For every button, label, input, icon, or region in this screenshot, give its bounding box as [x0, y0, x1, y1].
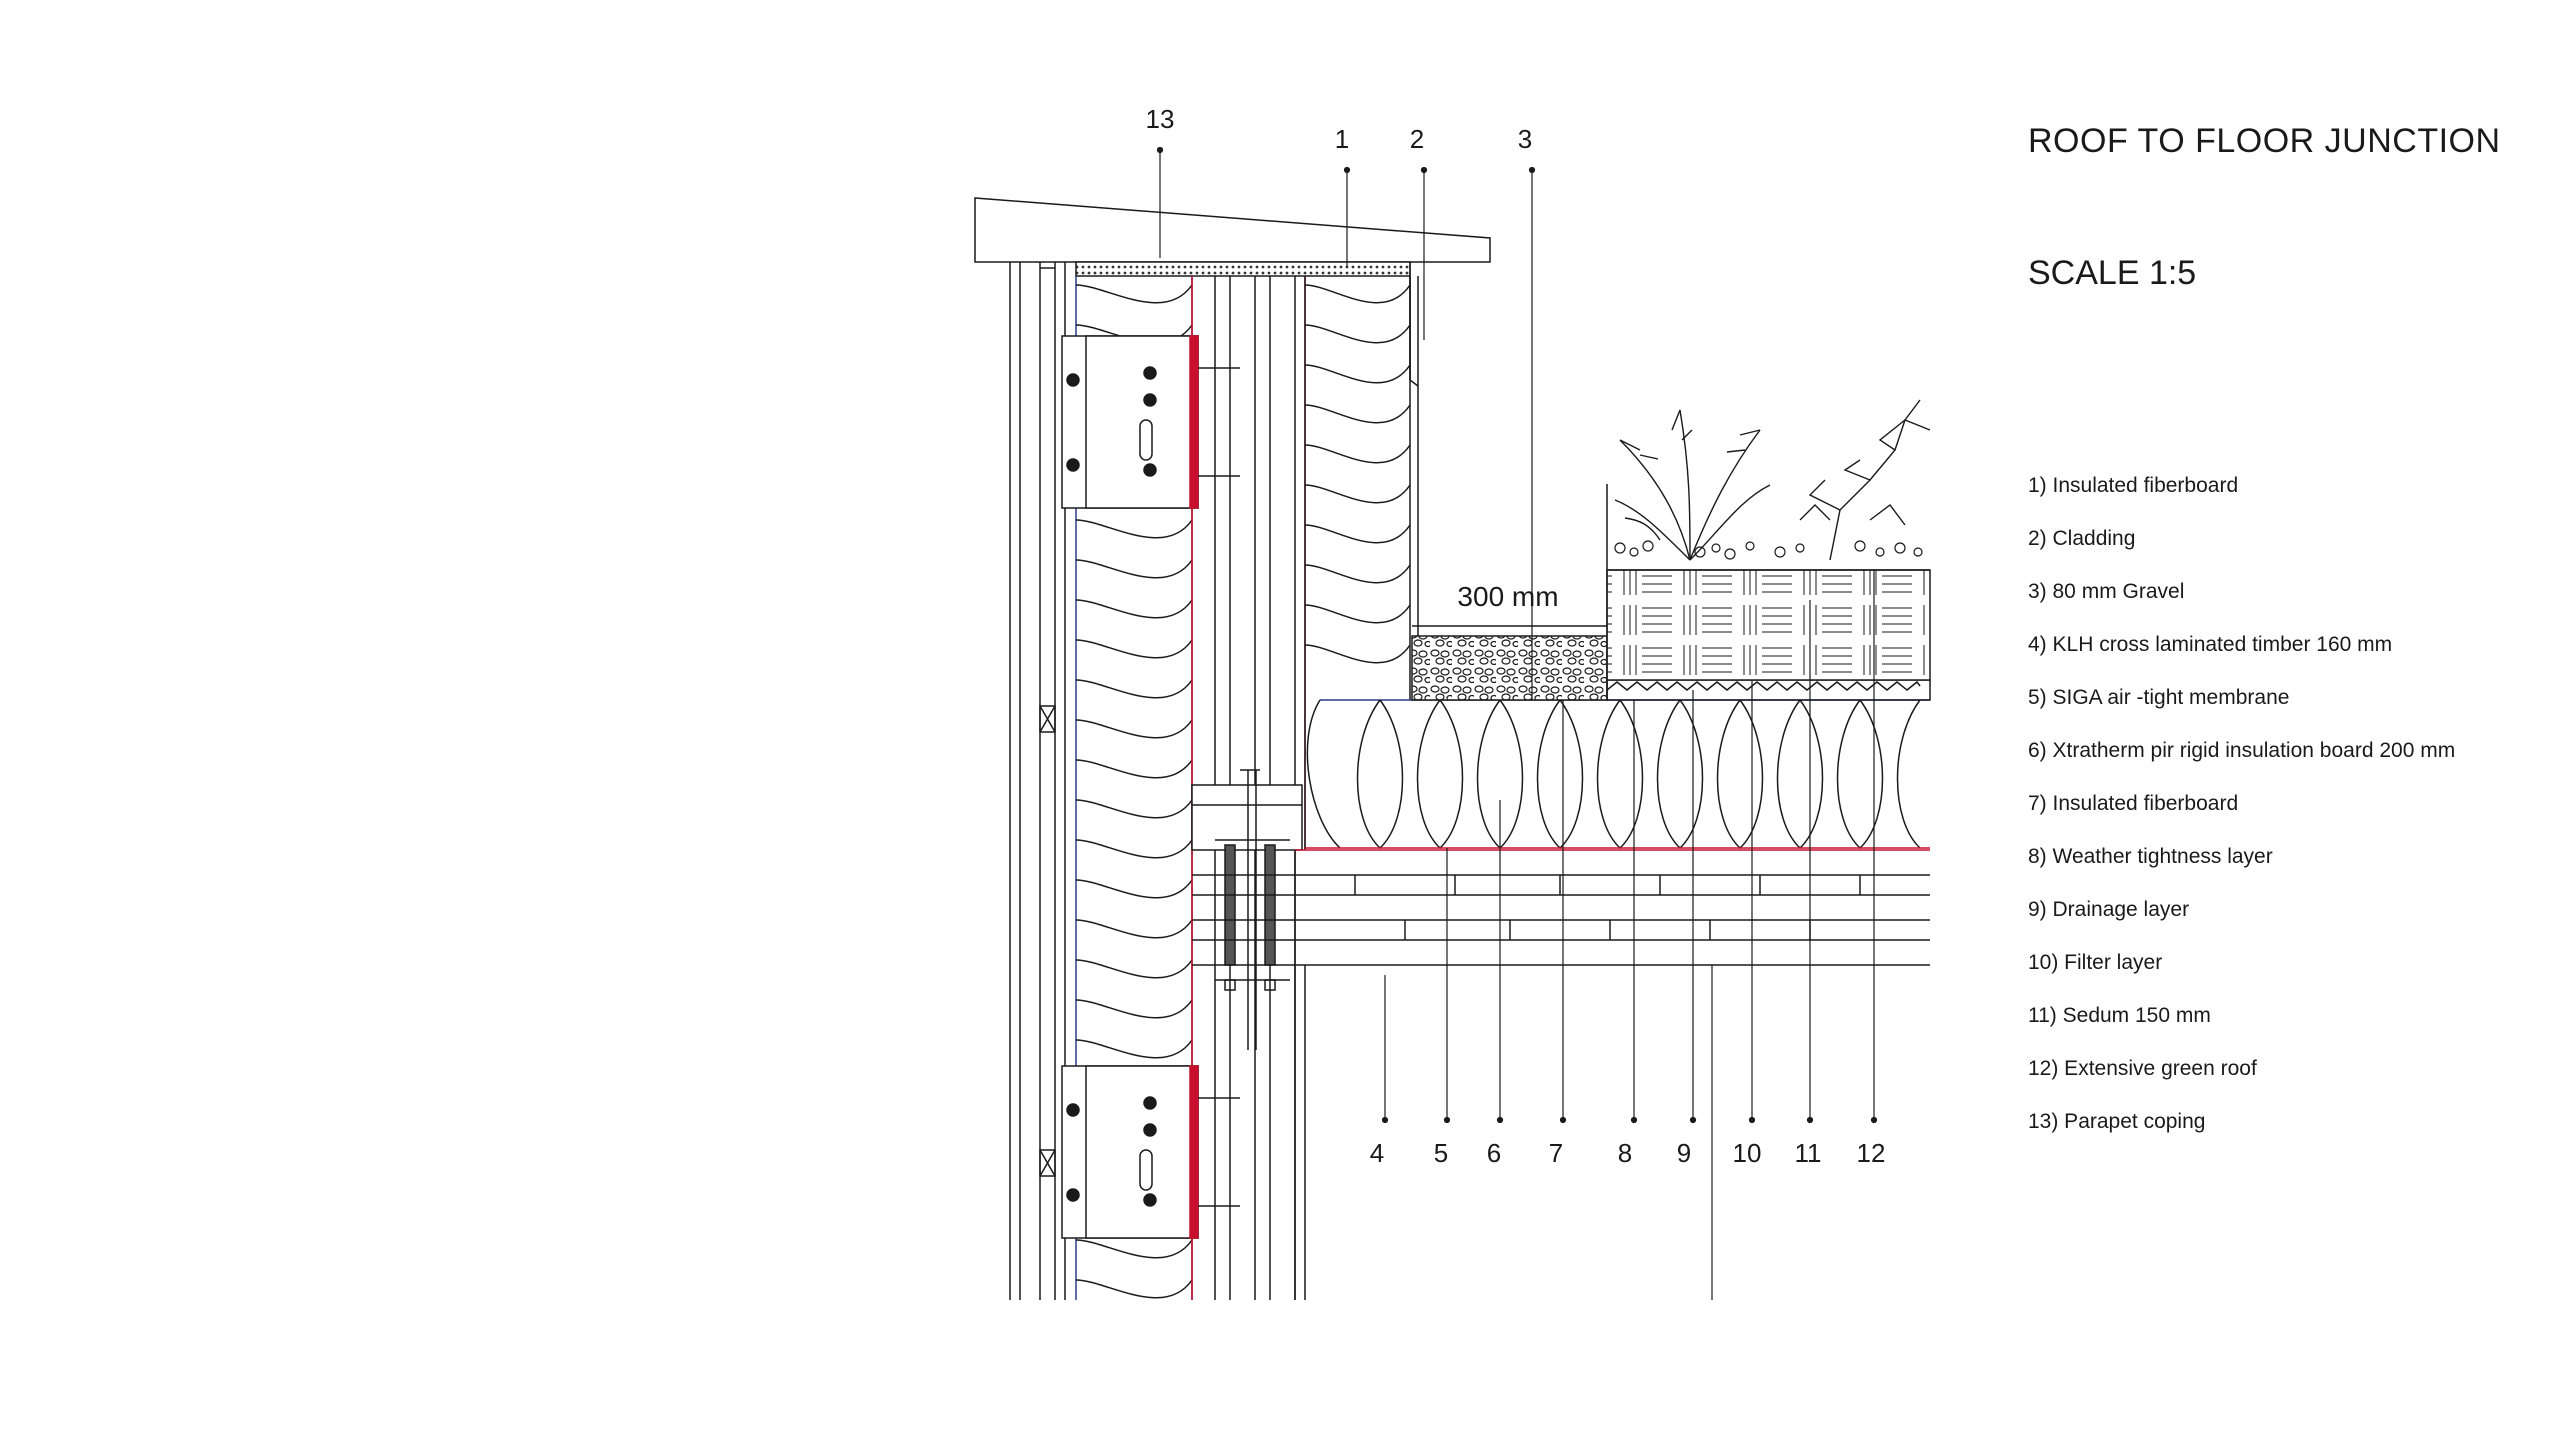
callout-11: 11 — [1795, 1138, 1822, 1168]
legend-item: 6) Xtratherm pir rigid insulation board … — [2028, 739, 2456, 762]
legend-item: 12) Extensive green roof — [2028, 1057, 2257, 1080]
substrate-layer — [1606, 569, 1931, 681]
legend-item: 11) Sedum 150 mm — [2028, 1004, 2211, 1027]
callout-8: 8 — [1618, 1138, 1632, 1168]
wall-assembly — [974, 197, 1931, 1300]
leader-lines — [1156, 146, 1878, 1300]
coping-fiberboard — [1075, 261, 1411, 277]
legend-item: 10) Filter layer — [2028, 951, 2163, 974]
gravel-strip — [1411, 635, 1608, 701]
plant-left — [1614, 409, 1771, 561]
legend-item: 4) KLH cross laminated timber 160 mm — [2028, 633, 2393, 656]
callout-12: 12 — [1857, 1138, 1886, 1168]
plant-right — [1799, 399, 1931, 561]
callout-1: 1 — [1335, 124, 1349, 154]
callout-4: 4 — [1370, 1138, 1384, 1168]
drawing-scale: SCALE 1:5 — [2028, 254, 2197, 292]
legend-item: 5) SIGA air -tight membrane — [2028, 686, 2290, 709]
callout-5: 5 — [1434, 1138, 1448, 1168]
callout-9: 9 — [1677, 1138, 1691, 1168]
callout-13: 13 — [1146, 104, 1175, 134]
legend-item: 9) Drainage layer — [2028, 898, 2190, 921]
legend-item: 8) Weather tightness layer — [2028, 845, 2273, 868]
drawing-title: ROOF TO FLOOR JUNCTION — [2028, 122, 2501, 160]
legend-item: 7) Insulated fiberboard — [2028, 792, 2239, 815]
callout-2: 2 — [1410, 124, 1424, 154]
legend-item: 2) Cladding — [2028, 527, 2136, 550]
callouts: 13 1 2 3 4 5 6 7 8 9 10 11 12 300 mm — [1146, 104, 1886, 1168]
legend-item: 1) Insulated fiberboard — [2028, 474, 2239, 497]
callout-6: 6 — [1487, 1138, 1501, 1168]
dimension-label: 300 mm — [1457, 581, 1558, 612]
parapet-coping-shape — [974, 197, 1491, 263]
callout-10: 10 — [1733, 1138, 1762, 1168]
callout-3: 3 — [1518, 124, 1532, 154]
callout-7: 7 — [1549, 1138, 1563, 1168]
legend-item: 13) Parapet coping — [2028, 1110, 2206, 1133]
legend-item: 3) 80 mm Gravel — [2028, 580, 2185, 603]
